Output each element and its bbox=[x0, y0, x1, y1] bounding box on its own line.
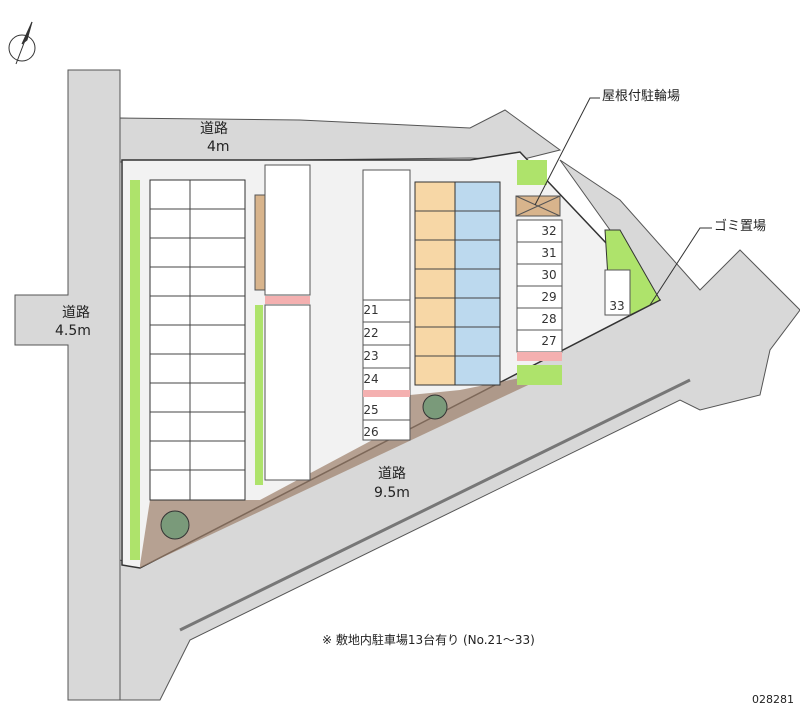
stall-number: 21 bbox=[363, 303, 379, 317]
stall-number: 27 bbox=[541, 334, 557, 348]
parking-area-c bbox=[516, 219, 631, 353]
stall-number: 31 bbox=[541, 246, 557, 260]
building-left bbox=[149, 179, 246, 501]
stall-number: 33 bbox=[609, 299, 625, 313]
id-code: 028281 bbox=[752, 693, 794, 706]
bicycle-parking bbox=[515, 195, 561, 217]
stall-number: 32 bbox=[541, 224, 557, 238]
road-left bbox=[14, 69, 121, 701]
parking-area-a bbox=[264, 164, 311, 481]
road-left-name: 道路 bbox=[62, 305, 90, 321]
stall-number: 22 bbox=[363, 326, 379, 340]
road-main-width: 9.5m bbox=[374, 485, 410, 501]
road-left-width: 4.5m bbox=[55, 323, 91, 339]
stall-number: 26 bbox=[363, 425, 379, 439]
stall-number: 24 bbox=[363, 372, 379, 386]
road-main-name: 道路 bbox=[378, 466, 406, 482]
stall-number: 25 bbox=[363, 403, 379, 417]
parking-note: ※ 敷地内駐車場13台有り (No.21〜33) bbox=[322, 633, 535, 647]
road-top bbox=[119, 109, 562, 163]
stall-number: 28 bbox=[541, 312, 557, 326]
road-top-width: 4m bbox=[207, 139, 230, 155]
stall-number: 30 bbox=[541, 268, 557, 282]
bicycle-parking-callout: 屋根付駐輪場 bbox=[602, 89, 681, 104]
stall-number: 23 bbox=[363, 349, 379, 363]
building-right bbox=[414, 181, 501, 386]
road-top-name: 道路 bbox=[200, 121, 228, 137]
garbage-callout: ゴミ置場 bbox=[714, 219, 767, 234]
compass-icon bbox=[8, 21, 36, 65]
stall-number: 29 bbox=[541, 290, 557, 304]
